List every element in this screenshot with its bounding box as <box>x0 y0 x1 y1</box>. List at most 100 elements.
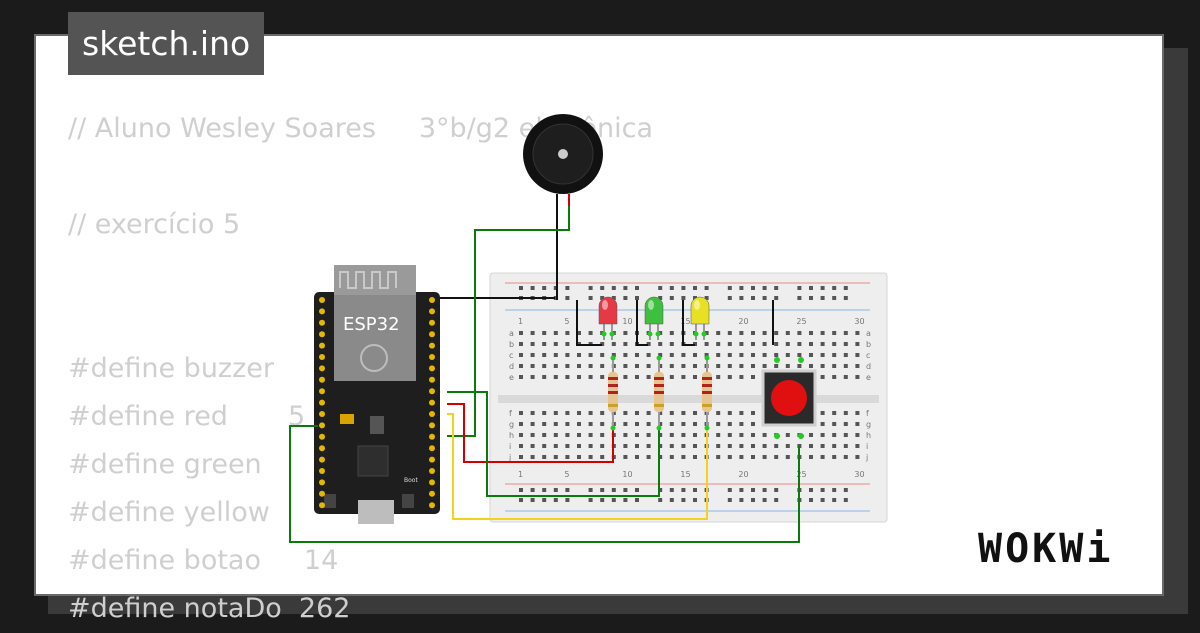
column-number: 25 <box>796 470 806 479</box>
column-number: 25 <box>796 317 806 326</box>
pin-left <box>319 468 325 474</box>
buzzer <box>523 114 603 206</box>
file-tab[interactable]: sketch.ino <box>68 12 265 75</box>
pin-right <box>429 433 435 440</box>
pin-left <box>319 376 325 383</box>
column-number: 30 <box>854 317 864 326</box>
column-number: 15 <box>680 317 690 326</box>
row-letter: i <box>866 442 868 451</box>
row-letter: g <box>866 420 871 429</box>
code-line: #define buzzer <box>68 353 274 384</box>
pin-right <box>429 479 435 486</box>
column-number: 10 <box>622 470 632 479</box>
pin-right <box>429 331 435 338</box>
column-number: 1 <box>518 470 523 479</box>
pin-left <box>319 308 325 315</box>
code-line: #define yellow <box>68 497 270 528</box>
pin-left <box>319 502 325 509</box>
pin-right <box>429 388 435 395</box>
pin-right <box>429 456 435 463</box>
row-letter: c <box>509 351 513 360</box>
row-letter: a <box>509 329 514 338</box>
resistor <box>608 355 618 431</box>
column-number: 20 <box>738 470 748 479</box>
led <box>690 296 710 340</box>
pin-left <box>319 388 325 395</box>
pin-left <box>319 319 325 326</box>
column-number: 5 <box>564 470 569 479</box>
pin-right <box>429 297 435 303</box>
esp32-pins <box>319 297 435 509</box>
row-letter: g <box>509 420 514 429</box>
pin-left <box>319 399 325 406</box>
row-letter: c <box>866 351 870 360</box>
wire-red-led <box>447 403 614 463</box>
wire-green-led <box>447 391 660 497</box>
pin-right <box>429 365 435 372</box>
pin-left <box>319 297 325 303</box>
wire-led3-gnd <box>682 300 695 346</box>
row-letter: j <box>865 453 868 462</box>
row-letter: h <box>866 431 871 440</box>
row-letter: b <box>509 340 514 349</box>
pin-right <box>429 490 435 497</box>
led <box>644 296 664 340</box>
esp32-label: ESP32 <box>343 314 400 335</box>
pin-right <box>429 411 435 417</box>
row-letter: i <box>509 442 511 451</box>
pin-left <box>319 365 325 372</box>
column-number: 5 <box>564 317 569 326</box>
code-line: #define green <box>68 449 262 480</box>
wire-yellow-led <box>447 413 708 520</box>
row-letter: j <box>508 453 511 462</box>
leds <box>598 296 710 340</box>
column-number: 1 <box>518 317 523 326</box>
pin-right <box>429 319 435 326</box>
code-line: #define red 5 <box>68 401 306 432</box>
row-letter: b <box>866 340 871 349</box>
row-letter: a <box>866 329 871 338</box>
column-number: 30 <box>854 470 864 479</box>
resistor <box>702 355 712 431</box>
wire-led1-gnd <box>576 300 602 346</box>
wire-buzzer-signal <box>447 206 570 437</box>
wire-button <box>289 425 800 543</box>
pin-right <box>429 445 435 452</box>
esp32-board: ESP32 Boot <box>314 265 440 524</box>
row-letter: f <box>509 409 512 418</box>
pin-left <box>319 456 325 463</box>
row-letter: e <box>509 373 514 382</box>
pin-left <box>319 422 325 429</box>
resistors <box>608 355 712 431</box>
pin-left <box>319 342 325 349</box>
pin-left <box>319 479 325 486</box>
pin-left <box>319 433 325 440</box>
pin-right <box>429 468 435 474</box>
code-line: #define notaDo 262 <box>68 593 351 624</box>
code-line: // exercício 5 <box>68 209 241 240</box>
pin-left <box>319 490 325 497</box>
pushbutton <box>761 357 817 439</box>
row-letter: h <box>509 431 514 440</box>
pin-right <box>429 422 435 429</box>
pin-left <box>319 331 325 338</box>
pin-left <box>319 445 325 452</box>
wire-led2-gnd <box>636 300 648 346</box>
pin-right <box>429 354 435 360</box>
pin-right <box>429 376 435 383</box>
column-number: 15 <box>680 470 690 479</box>
row-letter: e <box>866 373 871 382</box>
row-letter: f <box>866 409 869 418</box>
wokwi-logo: WOKWi <box>978 526 1114 572</box>
led <box>598 296 618 340</box>
wires <box>289 206 800 543</box>
pin-left <box>319 411 325 417</box>
boot-label: Boot <box>404 477 418 484</box>
pin-right <box>429 502 435 509</box>
pin-right <box>429 399 435 406</box>
pin-right <box>429 308 435 315</box>
column-number: 10 <box>622 317 632 326</box>
